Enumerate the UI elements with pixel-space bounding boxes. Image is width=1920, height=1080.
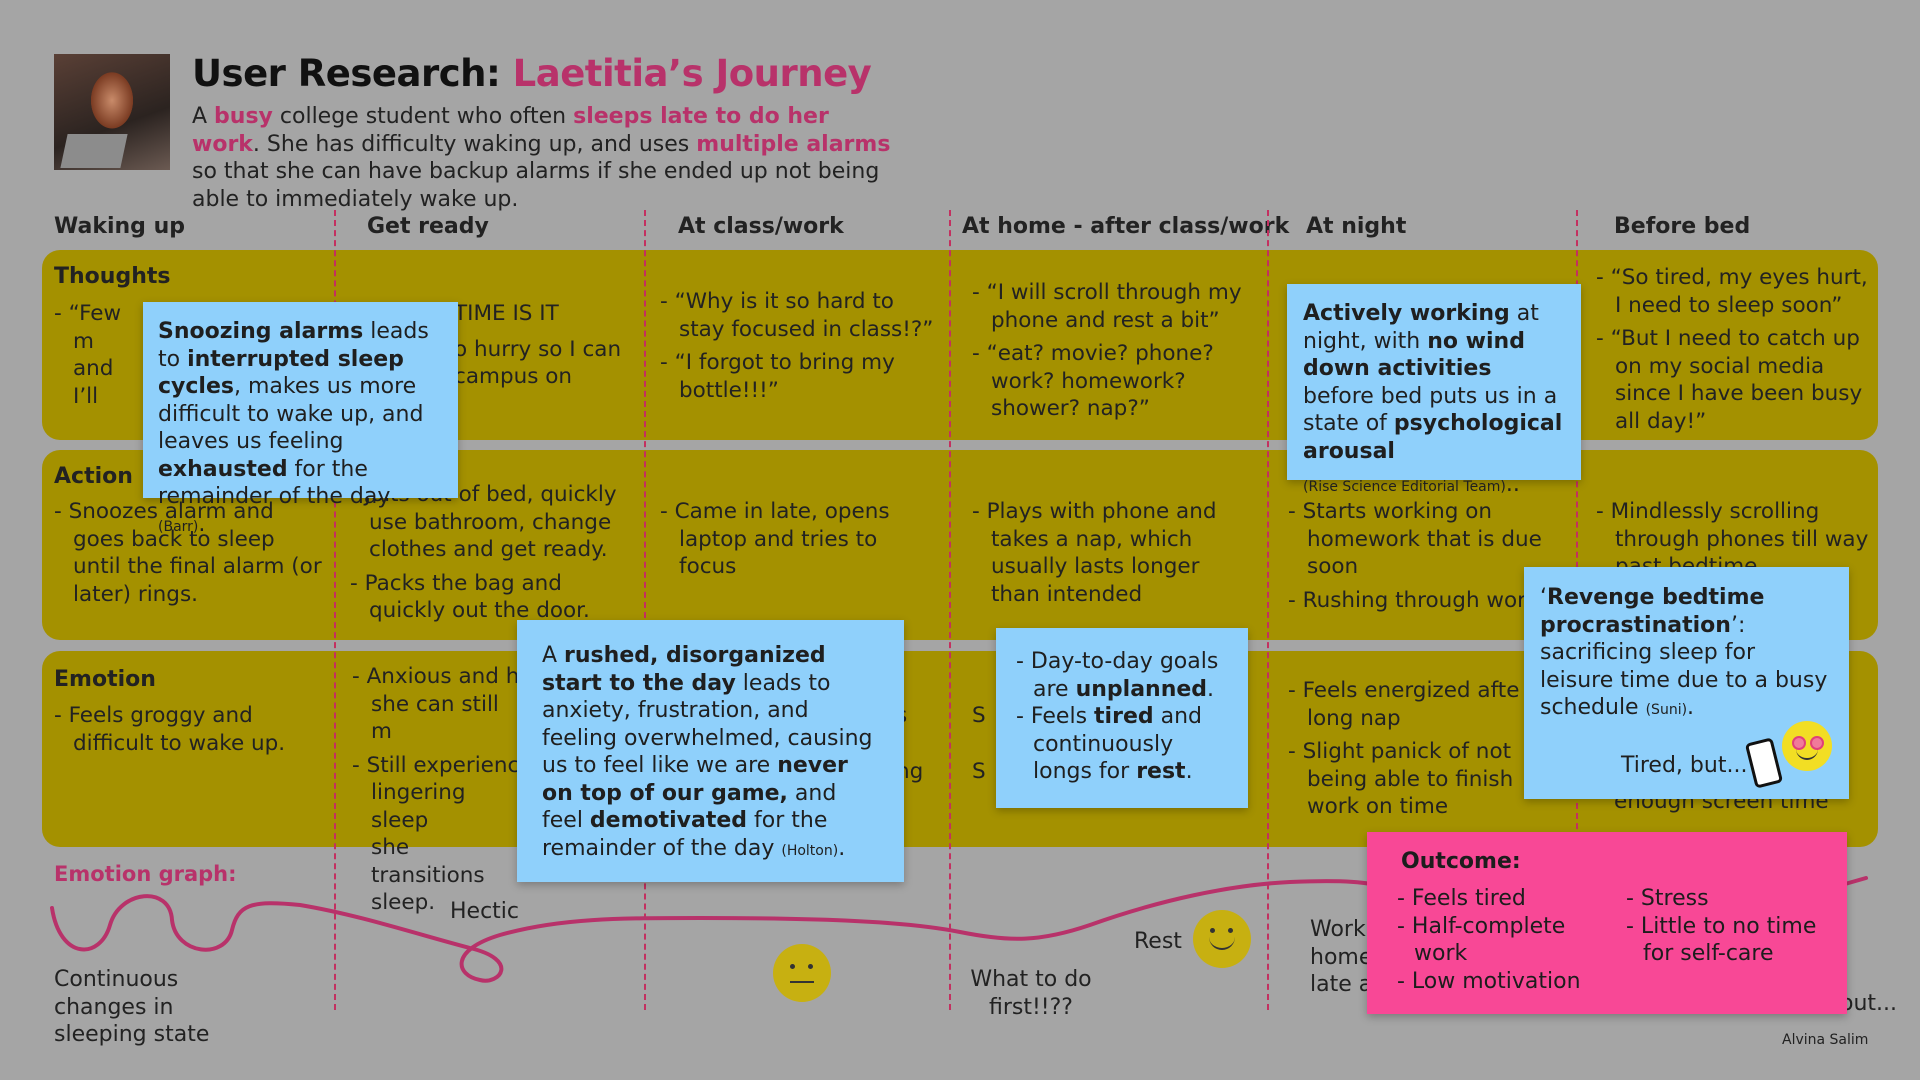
stage-before-bed: Before bed: [1614, 214, 1751, 239]
graph-what-to-do-label: What to do first!!??: [970, 967, 1092, 1020]
stage-at-home: At home - after class/work: [962, 214, 1290, 239]
outcome-left-list: - Feels tired - Half-complete work - Low…: [1397, 886, 1581, 994]
stage-divider: [334, 210, 336, 1010]
graph-rest-label: Rest: [1134, 929, 1182, 954]
stage-divider: [644, 210, 646, 1010]
note-daily-goals: - Day-to-day goals are unplanned. - Feel…: [996, 628, 1248, 808]
graph-hectic-label: Hectic: [450, 899, 520, 924]
action-waking: - Snoozes alarm and goes back to sleep u…: [54, 499, 322, 607]
stage-at-class: At class/work: [678, 214, 844, 239]
thoughts-bed: - “So tired, my eyes hurt, I need to sle…: [1596, 265, 1868, 434]
stage-get-ready: Get ready: [367, 214, 489, 239]
row-label-thoughts: Thoughts: [54, 264, 171, 289]
stage-waking-up: Waking up: [54, 214, 185, 239]
phone-icon: [1744, 737, 1784, 789]
row-label-action: Action: [54, 464, 133, 489]
author-credit: Alvina Salim: [1782, 1032, 1869, 1048]
note-snoozing-alarms: Snoozing alarms leads to interrupted sle…: [143, 302, 458, 537]
graph-continuous-label: Continuous changes in sleeping state: [54, 967, 210, 1047]
persona-description: A busy college student who often sleeps …: [192, 104, 891, 212]
tired-but-label: Tired, but...: [1621, 753, 1748, 778]
page-title: User Research: Laetitia’s Journey: [192, 52, 872, 95]
action-class: - Came in late, opens laptop and tries t…: [660, 499, 890, 579]
action-bed: - Mindlessly scrolling through phones ti…: [1596, 499, 1869, 579]
note-revenge-bedtime: ‘Revenge bedtime procrastination’: sacri…: [1524, 567, 1849, 799]
action-home: - Plays with phone and takes a nap, whic…: [972, 499, 1217, 607]
thoughts-class: - “Why is it so hard to stay focused in …: [660, 289, 934, 403]
note-active-working: Actively working at night, with no wind …: [1287, 284, 1581, 497]
note-rushed-start: A rushed, disorganized start to the day …: [517, 620, 904, 882]
thoughts-getready: TIME IS IT o hurry so I can campus on: [454, 301, 622, 389]
emotion-home-tail: S: [972, 703, 986, 728]
thoughts-home: - “I will scroll through my phone and re…: [972, 280, 1242, 421]
stage-at-night: At night: [1306, 214, 1407, 239]
row-label-emotion: Emotion: [54, 667, 156, 692]
action-night: - Starts working on homework that is due…: [1288, 499, 1542, 613]
outcome-title: Outcome:: [1401, 849, 1521, 874]
stage-divider: [1267, 210, 1269, 1010]
smile-face-icon: [1193, 910, 1251, 968]
emotion-waking: - Feels groggy and difficult to wake up.: [54, 703, 286, 756]
emotion-graph-label: Emotion graph:: [54, 862, 237, 886]
outcome-right-list: - Stress - Little to no time for self-ca…: [1626, 886, 1817, 966]
stage-divider: [949, 210, 951, 1010]
emotion-home-tail: S: [972, 759, 986, 784]
outcome-box: Outcome: - Feels tired - Half-complete w…: [1367, 832, 1847, 1014]
neutral-face-icon: [773, 944, 831, 1002]
profile-photo: [54, 54, 170, 170]
graph-out-label: out...: [1840, 991, 1898, 1016]
dizzy-face-icon: [1782, 721, 1832, 771]
